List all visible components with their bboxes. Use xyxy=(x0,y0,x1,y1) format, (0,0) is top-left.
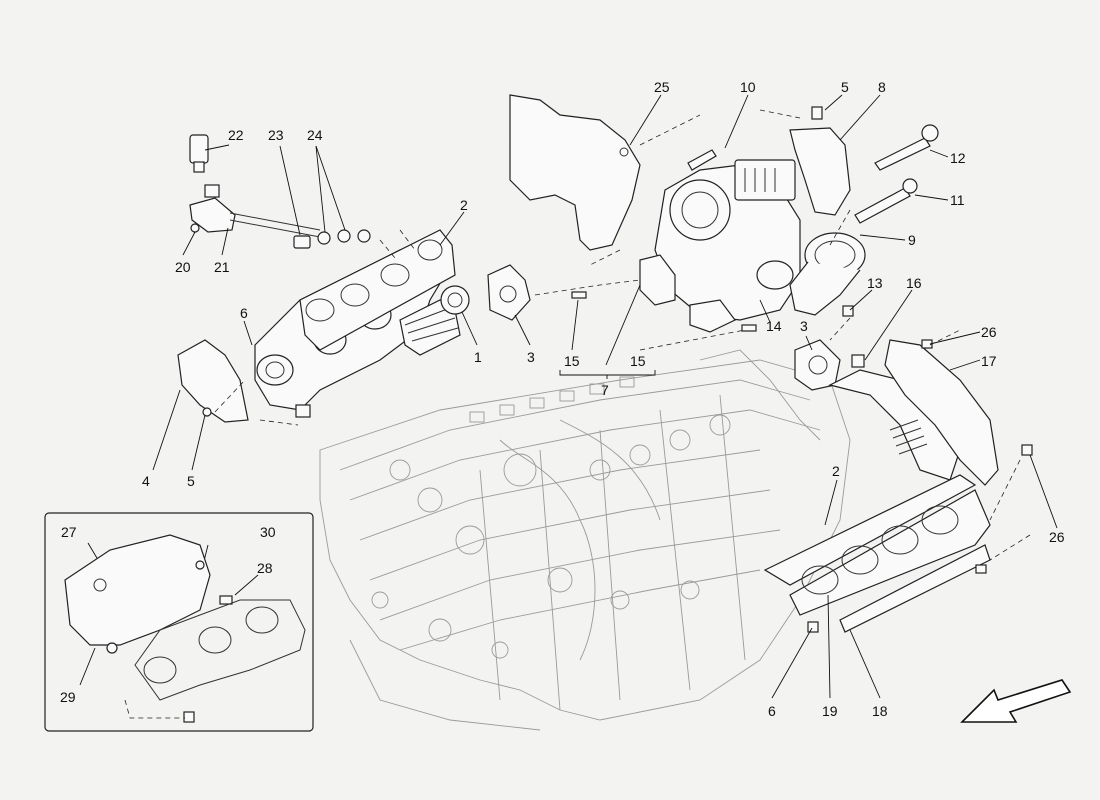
callout-18: 18 xyxy=(872,703,888,719)
callout-22: 22 xyxy=(228,127,244,143)
assembly-bracket-7 xyxy=(559,370,656,379)
manifold-gasket xyxy=(299,229,456,351)
callout-27: 27 xyxy=(61,524,77,540)
right-downpipe xyxy=(794,339,1033,486)
callout-20: 20 xyxy=(175,259,191,275)
right-exhaust-manifold xyxy=(763,474,991,633)
callout-2: 2 xyxy=(460,197,468,213)
callout-26: 26 xyxy=(1049,529,1065,545)
assembly-lines xyxy=(214,109,1031,561)
heat-shield-left xyxy=(177,339,249,423)
callout-21: 21 xyxy=(214,259,230,275)
callout-10: 10 xyxy=(740,79,756,95)
callout-6: 6 xyxy=(768,703,776,719)
callout-29: 29 xyxy=(60,689,76,705)
callout-5: 5 xyxy=(841,79,849,95)
callout-16: 16 xyxy=(906,275,922,291)
callout-labels: 25 10 5 8 22 23 24 2 12 11 9 13 16 20 21… xyxy=(60,79,1065,719)
callout-19: 19 xyxy=(822,703,838,719)
callout-1: 1 xyxy=(474,349,482,365)
callout-17: 17 xyxy=(981,353,997,369)
callout-5: 5 xyxy=(187,473,195,489)
callout-2: 2 xyxy=(832,463,840,479)
callout-26: 26 xyxy=(981,324,997,340)
callout-3: 3 xyxy=(527,349,535,365)
callout-12: 12 xyxy=(950,150,966,166)
detail-inset xyxy=(44,512,314,732)
callout-4: 4 xyxy=(142,473,150,489)
callout-9: 9 xyxy=(908,232,916,248)
stud xyxy=(741,324,757,332)
turbo-bracket xyxy=(789,127,851,216)
callout-24: 24 xyxy=(307,127,323,143)
callout-8: 8 xyxy=(878,79,886,95)
callout-30: 30 xyxy=(260,524,276,540)
callout-14: 14 xyxy=(766,318,782,334)
turbocharger xyxy=(639,159,801,333)
callout-23: 23 xyxy=(268,127,284,143)
turbo-inlet-gasket xyxy=(487,264,531,321)
callout-25: 25 xyxy=(654,79,670,95)
engine-block xyxy=(319,349,851,731)
turbo-outlet-elbow xyxy=(756,232,866,316)
callout-7: 7 xyxy=(601,382,609,398)
bolt xyxy=(202,407,212,417)
callout-28: 28 xyxy=(257,560,273,576)
pressure-sensor-assembly xyxy=(189,134,371,249)
callout-15: 15 xyxy=(564,353,580,369)
front-direction-arrow-icon xyxy=(960,679,1072,723)
bolts xyxy=(687,106,939,317)
callout-13: 13 xyxy=(867,275,883,291)
callout-15: 15 xyxy=(630,353,646,369)
turbo-heat-shield xyxy=(509,94,641,251)
callout-6: 6 xyxy=(240,305,248,321)
callout-11: 11 xyxy=(950,192,965,208)
stud xyxy=(571,291,587,299)
callout-3: 3 xyxy=(800,318,808,334)
